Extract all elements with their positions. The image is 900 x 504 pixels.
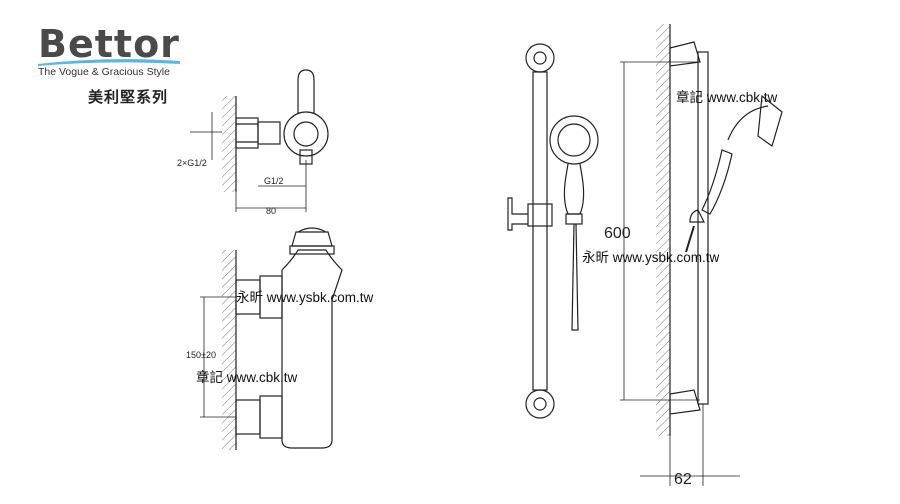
shower-rail-side <box>620 24 783 486</box>
watermark-ysbk-left: 永昕 www.ysbk.com.tw <box>236 290 374 305</box>
series-name: 美利堅系列 <box>88 88 169 106</box>
brand-tagline: The Vogue & Gracious Style <box>38 66 170 78</box>
watermark-cbk-left: 章記 www.cbk.tw <box>196 370 298 385</box>
dim-inlet-thread: 2×G1/2 <box>177 158 207 168</box>
dim-outlet-thread: G1/2 <box>264 176 284 186</box>
watermark-ysbk-mid: 永昕 www.ysbk.com.tw <box>582 250 720 265</box>
shower-rail-front <box>507 43 599 419</box>
dim-wall-offset: 62 <box>674 471 692 488</box>
mixer-side-view <box>190 69 329 212</box>
dim-inlet-spacing: 150±20 <box>186 350 216 360</box>
brand-swoosh <box>38 59 180 66</box>
brand-logo: Bettor <box>38 22 180 66</box>
dim-rail-height: 600 <box>604 225 631 242</box>
watermark-cbk-top: 章記 www.cbk.tw <box>676 90 778 105</box>
dim-depth: 80 <box>266 206 276 216</box>
mixer-front-view <box>200 227 343 450</box>
